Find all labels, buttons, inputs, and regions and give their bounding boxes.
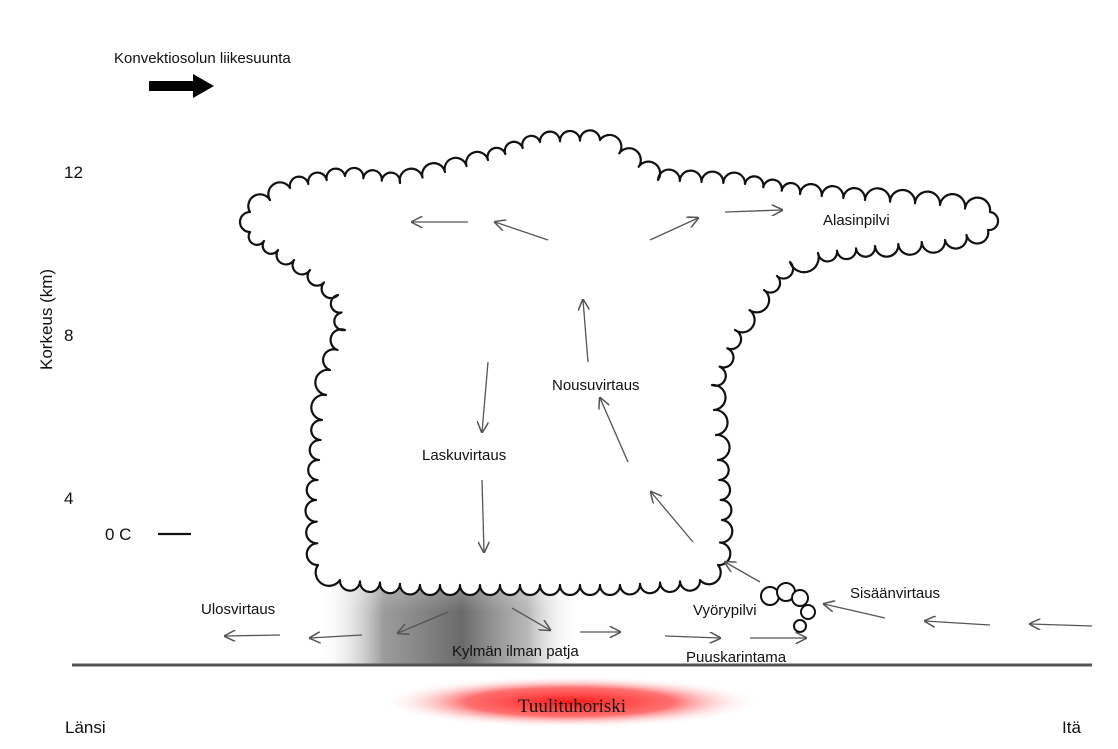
- hazard-label: Tuulituhoriski: [518, 696, 626, 717]
- west-label: Länsi: [65, 718, 106, 737]
- freezing-label: 0 C: [105, 525, 131, 544]
- flow-arrow: [1030, 624, 1093, 626]
- hazard-zone: [380, 676, 760, 728]
- downdraft-label: Laskuvirtaus: [422, 447, 506, 464]
- flow-arrow: [225, 635, 281, 636]
- flow-arrow: [495, 222, 549, 241]
- cloud-outline: [238, 129, 1000, 597]
- flow-arrow: [398, 611, 449, 633]
- cold-pool-label: Kylmän ilman patja: [452, 643, 579, 660]
- inflow-label: Sisäänvirtaus: [850, 585, 940, 602]
- flow-arrow: [651, 492, 694, 543]
- flow-arrow: [583, 300, 588, 363]
- tick-4: 4: [64, 489, 73, 508]
- shelf-cloud-puff: [791, 589, 809, 607]
- shelf-cloud-puff: [800, 604, 816, 620]
- thick-arrow-right-icon: [149, 74, 214, 98]
- updraft-label: Nousuvirtaus: [552, 377, 640, 394]
- flow-arrow: [600, 398, 629, 463]
- shelf-cloud-puff: [793, 619, 807, 633]
- shelf-cloud: [760, 582, 816, 633]
- cumulonimbus-cloud: [238, 129, 1000, 597]
- motion-label: Konvektiosolun liikesuunta: [114, 50, 291, 67]
- flow-arrow: [482, 361, 488, 432]
- flow-arrows: [225, 210, 1093, 638]
- gust-front-label: Puuskarintama: [686, 649, 787, 666]
- anvil-label: Alasinpilvi: [823, 212, 890, 229]
- axis-label: Korkeus (km): [37, 269, 56, 370]
- east-label: Itä: [1062, 718, 1081, 737]
- flow-arrow: [824, 604, 886, 619]
- flow-arrow: [664, 636, 720, 638]
- flow-arrow: [310, 635, 363, 638]
- flow-arrow: [724, 210, 782, 212]
- shelf-cloud-label: Vyörypilvi: [693, 602, 757, 619]
- tick-8: 8: [64, 326, 73, 345]
- flow-arrow: [725, 562, 761, 583]
- flow-arrow: [511, 607, 550, 630]
- outflow-label: Ulosvirtaus: [201, 601, 275, 618]
- flow-arrow: [482, 479, 484, 552]
- flow-arrow: [925, 621, 991, 625]
- flow-arrow: [649, 218, 698, 241]
- tick-12: 12: [64, 163, 83, 182]
